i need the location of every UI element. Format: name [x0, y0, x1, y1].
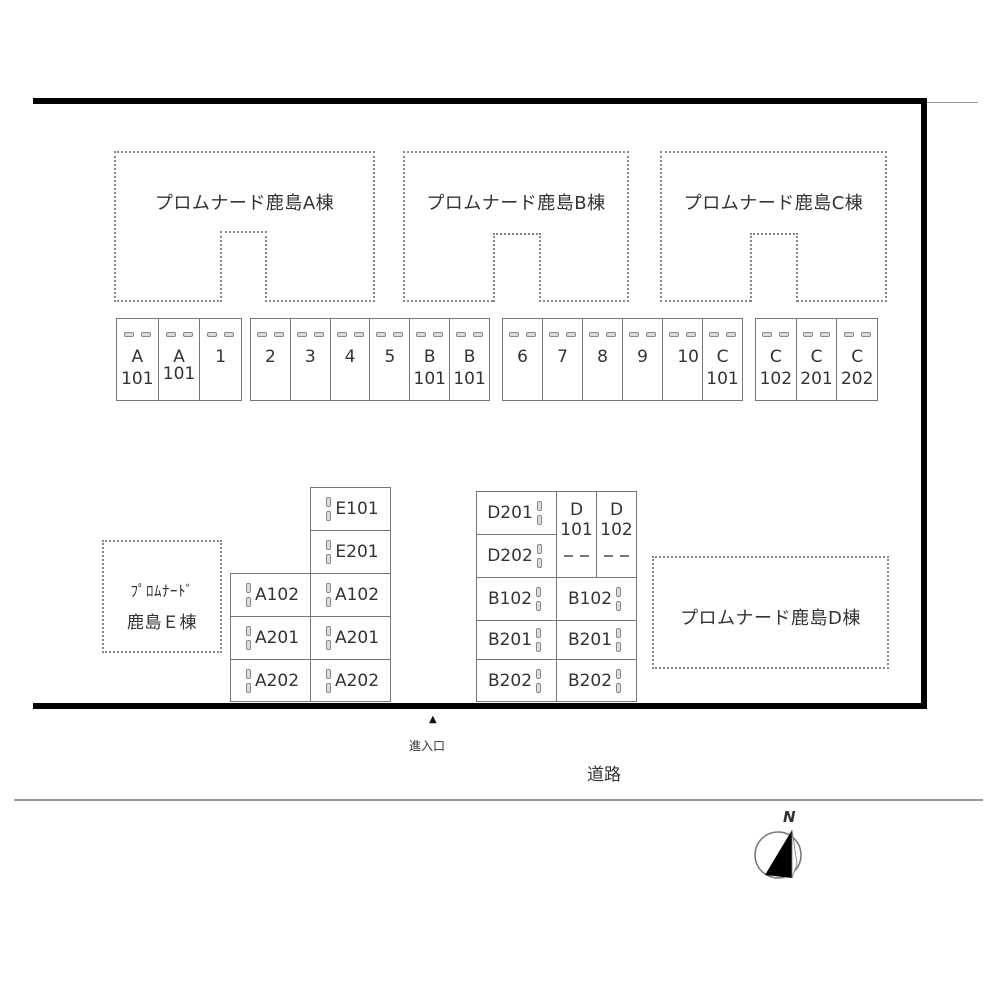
wheel-stop-icon [117, 332, 158, 337]
wheel-stop-icon [200, 332, 241, 337]
wheel-stop-icon [370, 332, 409, 337]
building-c-label: プロムナード鹿島C棟 [683, 193, 864, 214]
building-e-label-line2: 鹿島Ｅ棟 [127, 613, 197, 633]
wheel-stop-icon [536, 668, 542, 693]
building-b-entrance-notch [493, 233, 541, 302]
parking-space[interactable]: 2 [251, 319, 291, 400]
boundary-extension-line [927, 102, 978, 103]
wheel-stop-icon [663, 332, 702, 337]
wheel-stop-icon [245, 583, 251, 607]
wheel-stop-icon [326, 497, 332, 521]
wheel-stop-icon [703, 332, 742, 337]
site-boundary-bottom [33, 703, 927, 709]
building-d: プロムナード鹿島D棟 [652, 556, 889, 669]
compass-north-icon: N [750, 808, 810, 883]
parking-space[interactable]: D 101 [556, 491, 597, 578]
parking-space[interactable]: 4 [331, 319, 371, 400]
wheel-stop-icon [291, 332, 330, 337]
wheel-stop-icon [543, 332, 582, 337]
wheel-stop-icon [797, 332, 837, 337]
wheel-stop-icon [756, 332, 796, 337]
wheel-stop-icon [616, 628, 622, 652]
parking-space[interactable]: 5 [370, 319, 411, 400]
parking-space[interactable]: A202 [310, 659, 391, 702]
wheel-stop-icon [326, 540, 332, 564]
wheel-stop-icon [245, 668, 251, 693]
wheel-stop-icon [325, 626, 331, 650]
parking-space[interactable]: A102 [230, 573, 311, 617]
site-boundary-top [33, 98, 927, 104]
parking-space[interactable]: B202 [556, 659, 637, 702]
wheel-stop-icon [557, 555, 596, 557]
parking-space[interactable]: D202 [476, 534, 557, 578]
wheel-stop-icon [536, 628, 542, 652]
building-a-label: プロムナード鹿島A棟 [154, 193, 335, 214]
wheel-stop-icon [837, 332, 877, 337]
parking-space[interactable]: 6 [503, 319, 543, 400]
wheel-stop-icon [503, 332, 542, 337]
wheel-stop-icon [616, 668, 622, 693]
parking-space[interactable]: E101 [310, 487, 391, 531]
site-boundary-right [921, 98, 927, 709]
building-b-label: プロムナード鹿島B棟 [426, 193, 606, 214]
building-e: ﾌﾟﾛﾑﾅｰﾄﾞ 鹿島Ｅ棟 [102, 540, 222, 653]
wheel-stop-icon [410, 332, 449, 337]
parking-space[interactable]: 9 [623, 319, 663, 400]
parking-space[interactable]: B201 [556, 620, 637, 660]
parking-space[interactable]: B202 [476, 659, 557, 702]
wheel-stop-icon [597, 555, 636, 557]
parking-space[interactable]: 7 [543, 319, 583, 400]
building-e-label-line1: ﾌﾟﾛﾑﾅｰﾄﾞ [130, 582, 194, 600]
wheel-stop-icon [450, 332, 489, 337]
parking-space[interactable]: A201 [230, 616, 311, 660]
wheel-stop-icon [159, 332, 200, 337]
wheel-stop-icon [583, 332, 622, 337]
wheel-stop-icon [616, 587, 622, 611]
parking-space[interactable]: D201 [476, 491, 557, 535]
wheel-stop-icon [536, 501, 542, 525]
parking-space[interactable]: A202 [230, 659, 311, 702]
parking-space[interactable]: A201 [310, 616, 391, 660]
wheel-stop-icon [325, 668, 331, 693]
wheel-stop-icon [536, 587, 542, 611]
parking-space[interactable]: 8 [583, 319, 623, 400]
wheel-stop-icon [331, 332, 370, 337]
parking-space[interactable]: D 102 [596, 491, 637, 578]
wheel-stop-icon [623, 332, 662, 337]
entrance-label: 進入口 [409, 739, 446, 753]
building-a-entrance-notch [220, 231, 267, 302]
parking-space[interactable]: B102 [556, 577, 637, 621]
wheel-stop-icon [245, 626, 251, 650]
compass-north-label: N [783, 808, 796, 826]
parking-space[interactable]: 1 [200, 319, 241, 400]
parking-space[interactable]: A102 [310, 573, 391, 617]
parking-space[interactable]: 10 [663, 319, 703, 400]
entrance-marker-icon: ▲ [429, 714, 437, 725]
parking-space[interactable]: 3 [291, 319, 331, 400]
wheel-stop-icon [325, 583, 331, 607]
building-d-label: プロムナード鹿島D棟 [680, 608, 861, 629]
road-label: 道路 [587, 765, 621, 785]
road-edge-line [14, 799, 983, 801]
parking-space[interactable]: B201 [476, 620, 557, 660]
parking-space[interactable]: E201 [310, 530, 391, 574]
wheel-stop-icon [536, 544, 542, 568]
building-c-entrance-notch [750, 233, 798, 302]
parking-space[interactable]: B102 [476, 577, 557, 621]
wheel-stop-icon [251, 332, 290, 337]
